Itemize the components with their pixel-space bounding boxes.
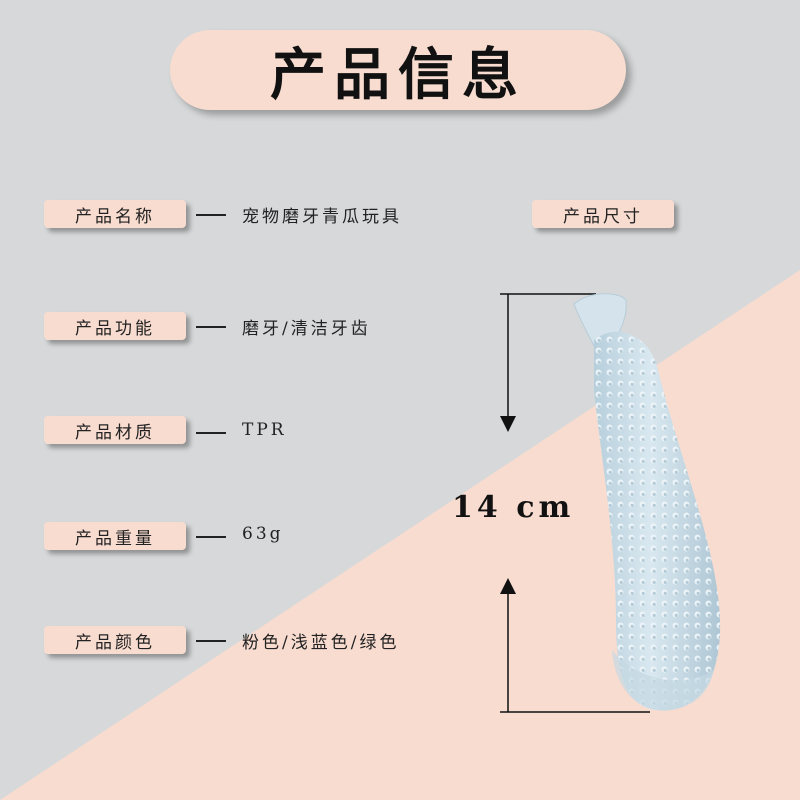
value-product-color: 粉色/浅蓝色/绿色 — [242, 633, 400, 653]
dash-separator — [196, 640, 226, 642]
label-product-color-text: 产品颜色 — [75, 632, 155, 653]
arrow-down-icon — [500, 416, 516, 432]
label-product-weight: 产品重量 — [44, 522, 186, 550]
dash-separator — [196, 432, 226, 434]
value-product-weight: 63g — [242, 524, 284, 544]
label-product-color: 产品颜色 — [44, 626, 186, 654]
label-product-size-text: 产品尺寸 — [563, 206, 643, 227]
label-product-function-text: 产品功能 — [75, 318, 155, 339]
value-product-function: 磨牙/清洁牙齿 — [242, 319, 371, 339]
dimension-value: 14 cm — [452, 490, 575, 525]
page-title: 产品信息 — [270, 41, 526, 108]
label-product-material: 产品材质 — [44, 416, 186, 444]
label-product-name: 产品名称 — [44, 200, 186, 228]
label-product-weight-text: 产品重量 — [75, 528, 155, 549]
label-product-material-text: 产品材质 — [75, 422, 155, 443]
title-banner: 产品信息 — [170, 30, 626, 110]
dash-separator — [196, 214, 226, 216]
dash-separator — [196, 536, 226, 538]
label-product-function: 产品功能 — [44, 312, 186, 340]
dash-separator — [196, 326, 226, 328]
arrow-up-icon — [500, 578, 516, 594]
label-product-name-text: 产品名称 — [75, 206, 155, 227]
label-product-size: 产品尺寸 — [532, 200, 674, 228]
product-cucumber-toy-image — [573, 293, 721, 711]
value-product-material: TPR — [242, 420, 287, 440]
value-product-name: 宠物磨牙青瓜玩具 — [242, 207, 402, 227]
